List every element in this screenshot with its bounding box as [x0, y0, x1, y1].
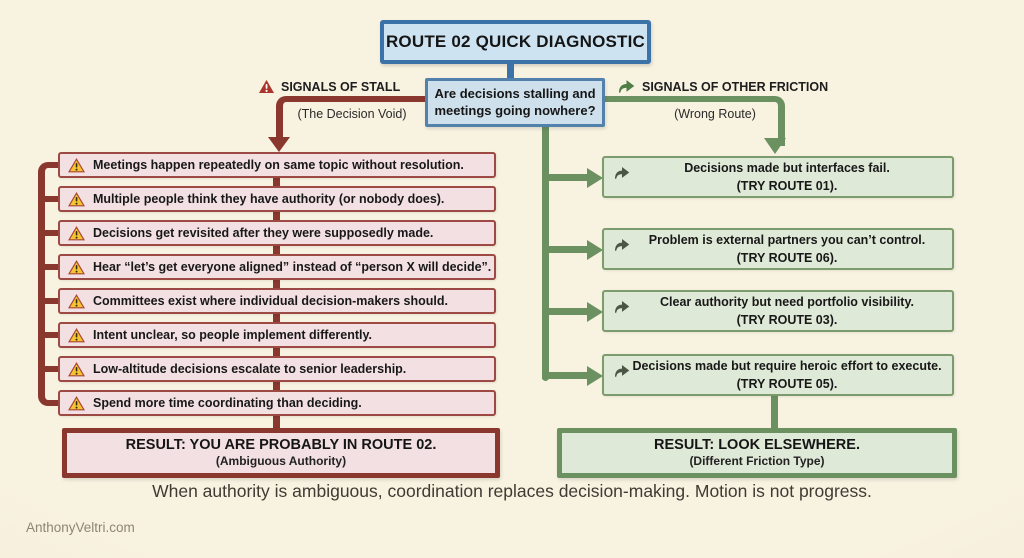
route-text: Decisions made but require heroic effort…: [632, 358, 942, 373]
friction-result-box: RESULT: LOOK ELSEWHERE. (Different Frict…: [557, 428, 957, 478]
result-connector: [771, 396, 778, 432]
row-connector: [273, 210, 280, 222]
curved-arrow-icon: [613, 300, 631, 314]
signal-text: Decisions get revisited after they were …: [93, 226, 434, 240]
route-text: Problem is external partners you can’t c…: [648, 232, 926, 247]
branch-arrowhead: [587, 240, 603, 260]
row-connector: [273, 312, 280, 324]
bracket-stub: [45, 332, 59, 338]
website-credit: AnthonyVeltri.com: [26, 520, 135, 535]
warning-icon: [68, 327, 85, 343]
friction-result-title: RESULT: LOOK ELSEWHERE.: [654, 437, 860, 454]
stall-signal-row: Committees exist where individual decisi…: [58, 288, 496, 314]
curved-arrow-icon: [613, 364, 631, 378]
route-text: Clear authority but need portfolio visib…: [660, 294, 914, 309]
stall-signal-row: Intent unclear, so people implement diff…: [58, 322, 496, 348]
signal-text: Multiple people think they have authorit…: [93, 192, 445, 206]
warning-icon: [68, 361, 85, 377]
row-connector: [273, 346, 280, 358]
signal-text: Intent unclear, so people implement diff…: [93, 328, 372, 342]
row-connector: [273, 244, 280, 256]
title-connector-line: [507, 60, 514, 79]
stall-signal-row: Spend more time coordinating than decidi…: [58, 390, 496, 416]
warning-icon: [68, 225, 85, 241]
signal-text: Hear “let’s get everyone aligned” instea…: [93, 260, 492, 274]
warning-icon: [68, 191, 85, 207]
stall-header-label: SIGNALS OF STALL: [281, 79, 401, 94]
bracket-stub: [45, 196, 59, 202]
stall-connector-elbow: [276, 96, 432, 146]
friction-subheader: (Wrong Route): [674, 107, 756, 121]
page-title: ROUTE 02 QUICK DIAGNOSTIC: [380, 20, 651, 64]
stall-header: SIGNALS OF STALL: [258, 79, 400, 94]
stall-arrowhead: [268, 137, 290, 152]
curved-arrow-icon: [617, 79, 636, 94]
signal-text: Meetings happen repeatedly on same topic…: [93, 158, 464, 172]
route-option-box: Clear authority but need portfolio visib…: [602, 290, 954, 332]
branch-arrowhead: [587, 168, 603, 188]
bracket-stub: [45, 298, 59, 304]
route-option-box: Decisions made but interfaces fail. (TRY …: [602, 156, 954, 198]
signal-text: Committees exist where individual decisi…: [93, 294, 448, 308]
warning-icon: [68, 157, 85, 173]
branch-arrowhead: [587, 302, 603, 322]
route-label: (TRY ROUTE 01).: [736, 179, 838, 193]
friction-result-subtitle: (Different Friction Type): [689, 454, 825, 469]
stall-result-box: RESULT: YOU ARE PROBABLY IN ROUTE 02. (A…: [62, 428, 500, 478]
branch-line: [542, 308, 589, 315]
route-label: (TRY ROUTE 05).: [736, 377, 838, 391]
route-option-box: Decisions made but require heroic effort…: [602, 354, 954, 396]
route-label: (TRY ROUTE 03).: [736, 313, 838, 327]
signal-text: Spend more time coordinating than decidi…: [93, 396, 362, 410]
warning-icon: [68, 259, 85, 275]
stall-signal-row: Multiple people think they have authorit…: [58, 186, 496, 212]
stall-signal-row: Meetings happen repeatedly on same topic…: [58, 152, 496, 178]
stall-signal-row: Decisions get revisited after they were …: [58, 220, 496, 246]
branch-line: [542, 174, 589, 181]
route-text: Decisions made but interfaces fail.: [684, 160, 890, 175]
diagnostic-question: Are decisions stalling and meetings goin…: [425, 78, 605, 127]
stall-subheader: (The Decision Void): [297, 107, 407, 121]
warning-icon: [68, 293, 85, 309]
curved-arrow-icon: [613, 238, 631, 252]
bracket-stub: [45, 264, 59, 270]
friction-header: SIGNALS OF OTHER FRICTION: [617, 79, 828, 94]
branch-line: [542, 372, 589, 379]
curved-arrow-icon: [613, 166, 631, 180]
signal-text: Low-altitude decisions escalate to senio…: [93, 362, 407, 376]
stall-signal-row: Low-altitude decisions escalate to senio…: [58, 356, 496, 382]
stall-result-title: RESULT: YOU ARE PROBABLY IN ROUTE 02.: [125, 437, 437, 454]
row-connector: [273, 176, 280, 188]
stall-bracket-line: [38, 162, 59, 406]
stall-signal-row: Hear “let’s get everyone aligned” instea…: [58, 254, 496, 280]
friction-header-label: SIGNALS OF OTHER FRICTION: [642, 79, 829, 94]
bracket-stub: [45, 230, 59, 236]
route-option-box: Problem is external partners you can’t c…: [602, 228, 954, 270]
row-connector: [273, 414, 280, 430]
tagline: When authority is ambiguous, coordinatio…: [152, 481, 872, 501]
friction-connector-elbow: [602, 96, 785, 146]
branch-arrowhead: [587, 366, 603, 386]
route-label: (TRY ROUTE 06).: [736, 251, 838, 265]
stall-result-subtitle: (Ambiguous Authority): [215, 454, 347, 469]
warning-icon: [68, 395, 85, 411]
branch-line: [542, 246, 589, 253]
bracket-stub: [45, 366, 59, 372]
row-connector: [273, 278, 280, 290]
warning-triangle-icon: [258, 79, 275, 94]
friction-arrowhead: [764, 138, 786, 154]
row-connector: [273, 380, 280, 392]
